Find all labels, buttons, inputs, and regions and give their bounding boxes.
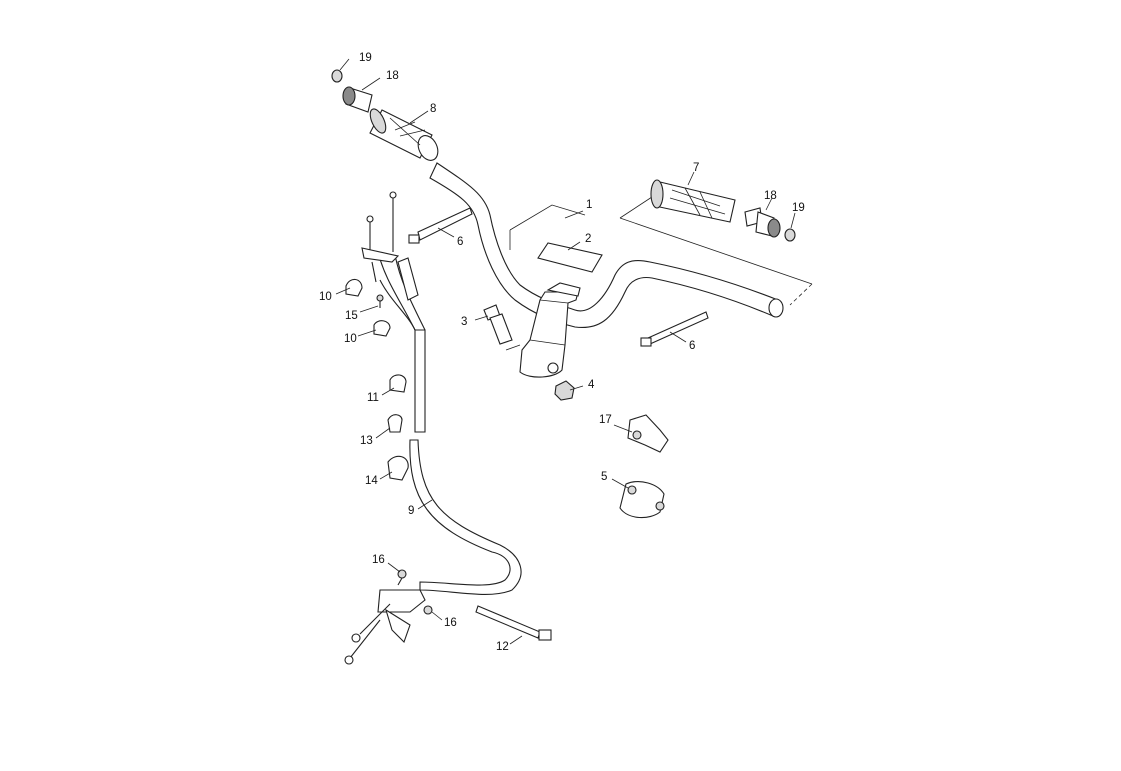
cable-lower-end bbox=[344, 577, 426, 665]
clamp-upper bbox=[345, 278, 363, 297]
callout-16-upper: 16 bbox=[372, 554, 385, 566]
cable-tie-upper bbox=[408, 207, 473, 244]
callout-13: 13 bbox=[360, 435, 373, 447]
callout-4: 4 bbox=[588, 379, 595, 391]
cable-clip bbox=[387, 414, 403, 433]
band-clip bbox=[389, 374, 407, 393]
grip-cap-left bbox=[331, 69, 343, 83]
grip-end-left bbox=[342, 86, 373, 113]
grip-cap-right bbox=[784, 228, 796, 242]
handlebar bbox=[429, 162, 784, 329]
callout-18-right: 18 bbox=[764, 190, 777, 202]
clamp-lower bbox=[373, 320, 391, 337]
nut bbox=[554, 380, 575, 401]
handlebar-pad bbox=[537, 242, 603, 273]
cable-tie-right bbox=[640, 311, 709, 347]
holder-clip bbox=[387, 455, 409, 481]
callout-9: 9 bbox=[408, 505, 414, 517]
callout-16-lower: 16 bbox=[444, 617, 457, 629]
callout-14: 14 bbox=[365, 475, 378, 487]
callout-10-lower: 10 bbox=[344, 333, 357, 345]
callout-18-left: 18 bbox=[386, 70, 399, 82]
throttle-grip bbox=[650, 179, 736, 223]
callout-6-upper: 6 bbox=[457, 236, 463, 248]
callout-3: 3 bbox=[461, 316, 467, 328]
throttle-cable bbox=[361, 191, 522, 595]
switch-bracket bbox=[619, 481, 665, 519]
callout-17: 17 bbox=[599, 414, 612, 426]
handlebar-holder bbox=[519, 282, 581, 378]
callout-11: 11 bbox=[367, 392, 379, 404]
screw-small bbox=[376, 294, 384, 308]
lever-holder bbox=[627, 414, 669, 453]
callout-6-right: 6 bbox=[689, 340, 695, 352]
callout-8: 8 bbox=[430, 103, 436, 115]
left-grip bbox=[369, 108, 439, 161]
callout-19-right: 19 bbox=[792, 202, 805, 214]
callouts: 19 18 8 7 18 19 1 2 6 6 3 4 17 5 10 15 1… bbox=[319, 52, 805, 653]
callout-12: 12 bbox=[496, 641, 509, 653]
callout-1: 1 bbox=[586, 199, 592, 211]
screw-lower bbox=[423, 605, 433, 615]
callout-5: 5 bbox=[601, 471, 607, 483]
right-grip-frame bbox=[619, 194, 813, 306]
leader-lines bbox=[335, 58, 796, 645]
callout-15: 15 bbox=[345, 310, 358, 322]
callout-19-left: 19 bbox=[359, 52, 372, 64]
handlebar-bracket bbox=[509, 204, 586, 250]
cable-tie-lower bbox=[475, 605, 552, 641]
grip-end-right bbox=[744, 207, 781, 238]
bolt bbox=[483, 304, 521, 351]
callout-7: 7 bbox=[693, 162, 699, 174]
callout-2: 2 bbox=[585, 233, 591, 245]
callout-10-upper: 10 bbox=[319, 291, 332, 303]
